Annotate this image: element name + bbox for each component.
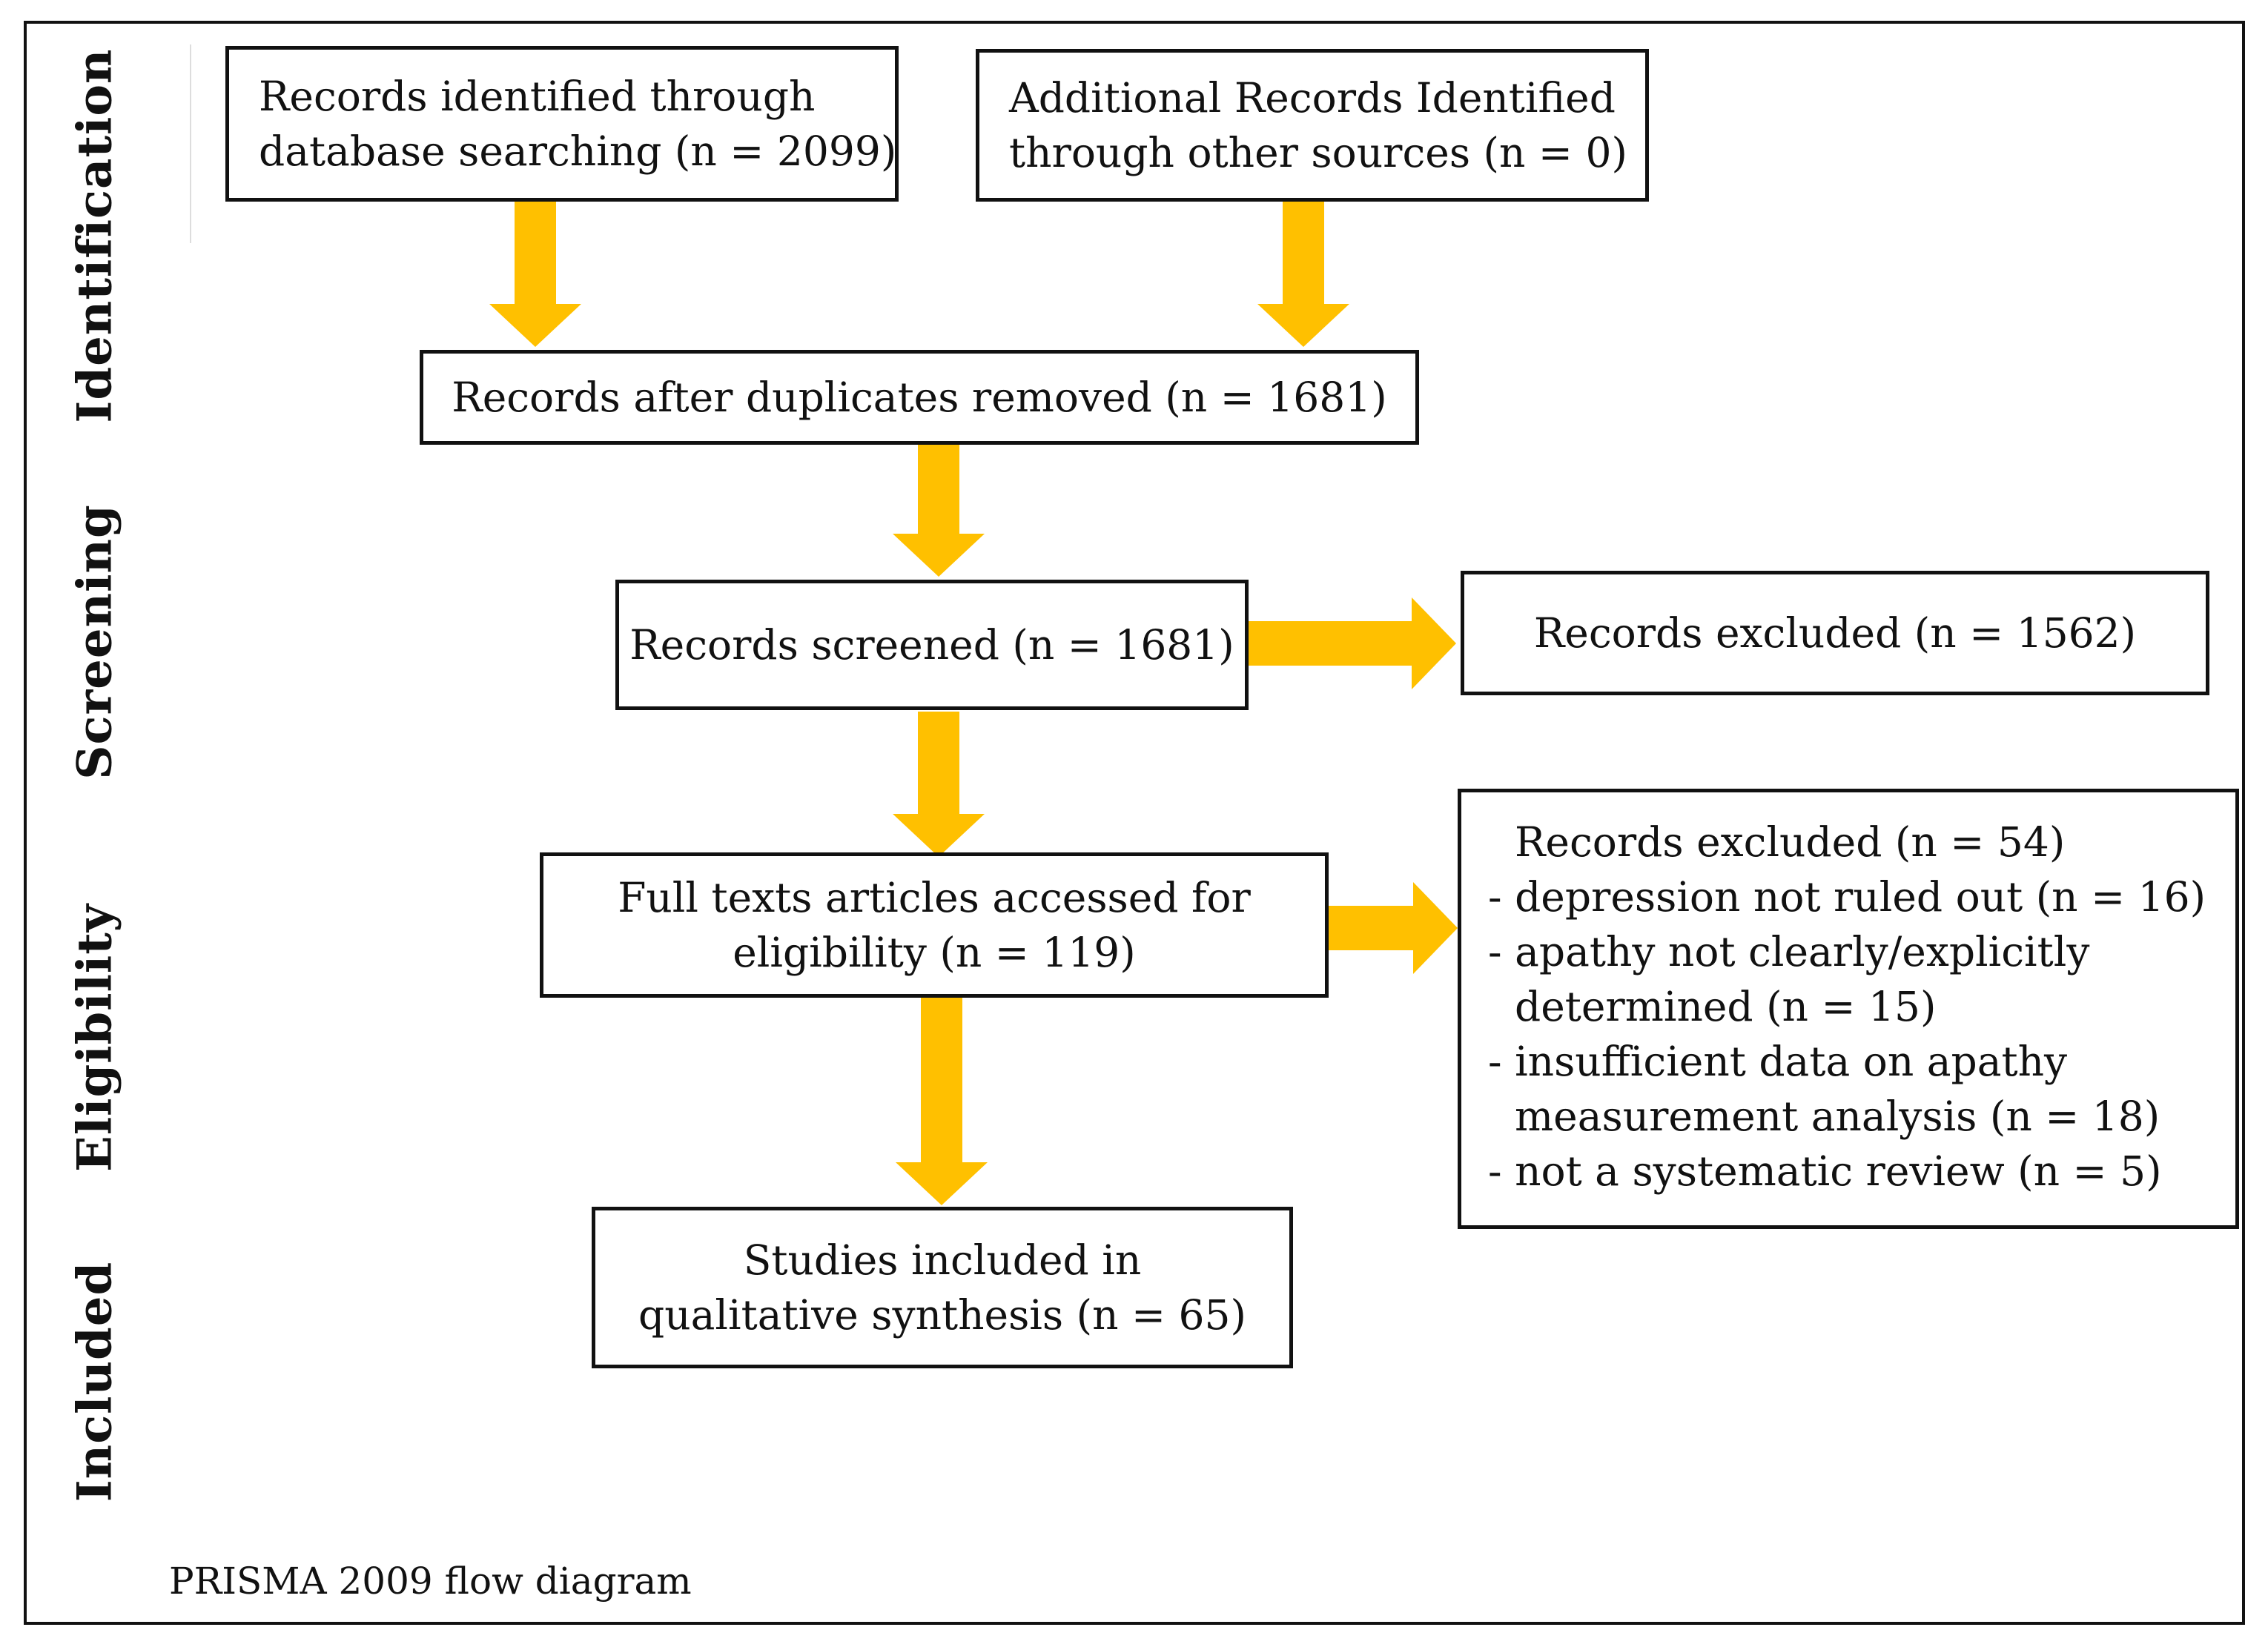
exclusion-item: - not a systematic review (n = 5) [1488,1147,2162,1195]
box-text-line: through other sources (n = 0) [1009,129,1627,176]
exclusion-item-continuation: determined (n = 15) [1515,983,1937,1030]
stage-label-eligibility: Eligibility [67,904,123,1172]
arrow-screened-to-fulltext [893,712,985,857]
box-text-line: qualitative synthesis (n = 65) [638,1291,1246,1339]
box-text-line: Records excluded (n = 1562) [1533,609,2137,657]
exclusion-item: - insufficient data on apathy [1488,1038,2068,1085]
arrow-shape [893,712,985,857]
box-text-line: eligibility (n = 119) [733,929,1136,976]
diagram-frame [24,21,2245,1625]
arrow-duplicates-to-screened [893,443,985,577]
arrow-screened-to-excluded [1247,597,1456,689]
arrow-shape [1257,202,1349,347]
arrow-fulltext-to-excluded [1327,882,1458,974]
box-other-sources: Additional Records Identified through ot… [976,49,1649,202]
arrow-shape [1247,597,1456,689]
arrow-shape [896,996,988,1205]
box-text-line: Additional Records Identified [1009,74,1616,122]
box-full-text-eligibility: Full texts articles accessed for eligibi… [540,852,1329,998]
box-text-line: Records screened (n = 1681) [629,621,1234,669]
exclusion-item: - apathy not clearly/explicitly [1488,928,2090,975]
box-text-line: Full texts articles accessed for [618,874,1251,921]
stage-label-screening: Screening [67,504,123,780]
stage-label-included: Included [67,1261,123,1502]
box-records-excluded-screening: Records excluded (n = 1562) [1461,571,2209,695]
arrow-database-to-duplicates [489,202,581,347]
box-records-excluded-full-text: Records excluded (n = 54) - depression n… [1458,789,2239,1229]
arrow-fulltext-to-included [896,996,988,1205]
exclusion-heading: Records excluded (n = 54) [1515,818,2066,866]
box-database-records: Records identified through database sear… [225,46,899,202]
diagram-caption: PRISMA 2009 flow diagram [169,1560,692,1603]
box-studies-included: Studies included in qualitative synthesi… [592,1207,1293,1368]
stage-label-identification: Identification [67,48,123,423]
arrow-shape [893,443,985,577]
box-text-line: Records identified through [259,73,816,120]
box-text-line: database searching (n = 2099) [259,127,897,175]
arrow-other-to-duplicates [1257,202,1349,347]
box-duplicates-removed: Records after duplicates removed (n = 16… [420,350,1419,445]
identification-divider [190,44,191,243]
box-records-screened: Records screened (n = 1681) [615,580,1249,710]
arrow-shape [489,202,581,347]
arrow-shape [1327,882,1458,974]
exclusion-item: - depression not ruled out (n = 16) [1488,873,2206,921]
exclusion-item-continuation: measurement analysis (n = 18) [1515,1093,2160,1140]
box-text-line: Records after duplicates removed (n = 16… [452,374,1387,421]
box-text-line: Studies included in [743,1236,1142,1284]
